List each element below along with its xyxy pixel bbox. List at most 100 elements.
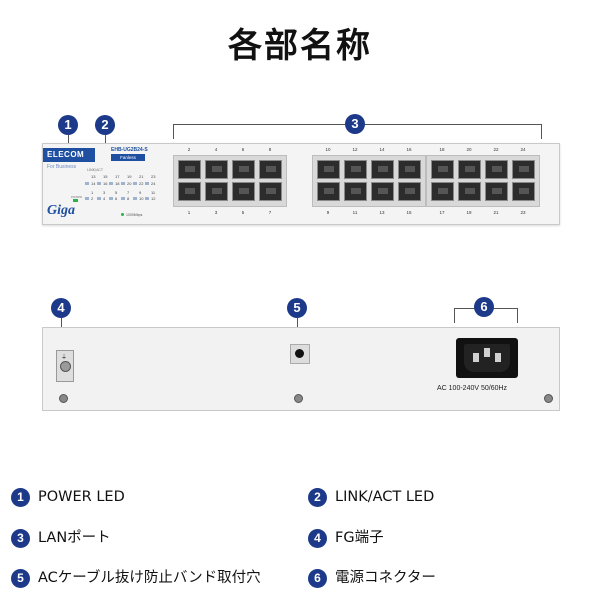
ac-rating-label: AC 100-240V 50/60Hz [437,385,508,392]
switch-rear-panel: ⏚ AC 100-240V 50/60Hz [42,327,560,411]
led-number: 12 [151,196,156,201]
page-title: 各部名称 [228,26,372,66]
led-number: 19 [127,174,132,179]
led-number: 6 [115,196,118,201]
link-act-led [145,197,149,200]
legend-badge-2: 2 [308,488,327,507]
callout-3: 3 [345,114,365,134]
inlet-pin-left [473,353,479,362]
led-number: 9 [139,190,142,195]
port-number-bottom: 23 [520,210,526,215]
legend-badge-3: 3 [11,529,30,548]
lan-port[interactable] [371,182,394,201]
led-number: 14 [91,181,96,186]
lan-port[interactable] [431,160,454,179]
lan-port[interactable] [178,160,201,179]
lan-port[interactable] [458,182,481,201]
led-number: 22 [139,181,144,186]
lan-port[interactable] [458,160,481,179]
lan-port[interactable] [512,182,535,201]
legend-badge-6: 6 [308,569,327,588]
speed-note-text: 1000Mbps [126,213,143,217]
lan-port[interactable] [485,182,508,201]
port-number-top: 8 [268,147,272,152]
legend-item-1: POWER LED [38,489,125,505]
led-number: 21 [139,174,144,179]
led-number: 1 [91,190,94,195]
led-number: 3 [103,190,106,195]
power-led [73,199,78,202]
brand-logo: ELECOM [43,148,95,162]
lan-port[interactable] [232,182,255,201]
speed-note: 1000Mbps [121,213,142,217]
callout-1: 1 [58,115,78,135]
legend-badge-5: 5 [11,569,30,588]
lan-port[interactable] [512,160,535,179]
inlet-pin-right [495,353,501,362]
lan-port[interactable] [398,182,421,201]
led-number: 7 [127,190,130,195]
led-number: 17 [115,174,120,179]
ac-band-mount-hole [290,344,310,364]
led-number: 13 [91,174,96,179]
port-number-bottom: 15 [406,210,412,215]
link-act-led [85,182,89,185]
port-number-bottom: 9 [326,210,330,215]
switch-front-panel: ELECOM For Business EHB-UG2B24-S Fanless… [42,143,560,225]
lan-port[interactable] [431,182,454,201]
legend-item-6: 電源コネクター [335,570,436,586]
port-number-bottom: 7 [268,210,272,215]
lan-port[interactable] [344,182,367,201]
link-act-led [97,197,101,200]
fanless-badge: Fanless [111,154,145,161]
port-number-bottom: 3 [214,210,218,215]
port-number-bottom: 1 [187,210,191,215]
port-number-bottom: 5 [241,210,245,215]
link-act-led [121,197,125,200]
port-number-top: 10 [325,147,331,152]
lan-port[interactable] [344,160,367,179]
port-number-bottom: 17 [439,210,445,215]
inlet-pin-center [484,348,490,357]
lan-port[interactable] [205,160,228,179]
led-number: 2 [91,196,94,201]
link-act-label: LINK/ACT [87,168,103,172]
tagline: For Business [47,164,77,170]
led-number: 15 [103,174,108,179]
port-number-top: 24 [520,147,526,152]
port-number-top: 22 [493,147,499,152]
power-inlet [456,338,518,378]
callout-2: 2 [95,115,115,135]
lan-port[interactable] [371,160,394,179]
port-number-top: 12 [352,147,358,152]
link-act-led [133,182,137,185]
lan-port[interactable] [317,182,340,201]
callout-6: 6 [474,297,494,317]
fg-terminal: ⏚ [56,350,74,382]
port-number-bottom: 19 [466,210,472,215]
legend-item-4: FG端子 [335,530,384,546]
model-number: EHB-UG2B24-S [111,147,148,153]
lan-port[interactable] [232,160,255,179]
led-number: 5 [115,190,118,195]
lan-port[interactable] [485,160,508,179]
port-number-top: 16 [406,147,412,152]
ground-symbol: ⏚ [61,354,68,361]
lan-port[interactable] [259,182,282,201]
lan-port[interactable] [259,160,282,179]
power-inlet-socket [464,344,510,372]
fg-screw-icon [60,361,71,372]
led-number: 23 [151,174,156,179]
link-act-led [145,182,149,185]
link-act-led [97,182,101,185]
hole-icon [295,349,304,358]
port-number-top: 20 [466,147,472,152]
callout-4: 4 [51,298,71,318]
legend-item-2: LINK/ACT LED [335,489,435,505]
lan-port[interactable] [398,160,421,179]
lan-port[interactable] [317,160,340,179]
link-act-led [109,197,113,200]
lan-port[interactable] [205,182,228,201]
power-label: POWER [71,195,83,199]
lan-port[interactable] [178,182,201,201]
